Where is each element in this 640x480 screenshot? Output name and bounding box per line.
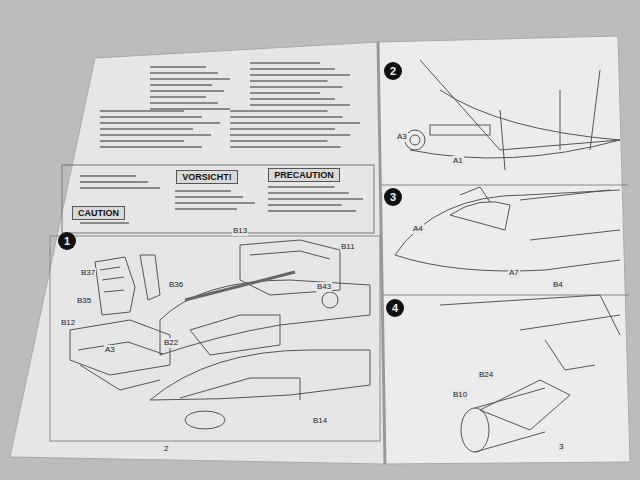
step-label: 2	[390, 65, 396, 77]
caution-box: CAUTION	[72, 206, 125, 220]
text-line	[268, 186, 335, 188]
text-line	[250, 92, 320, 94]
part-number: A3	[104, 345, 116, 355]
part-number: B43	[316, 282, 332, 292]
text-line	[80, 175, 136, 177]
text-line	[268, 192, 349, 194]
right-page	[378, 36, 630, 464]
text-line	[250, 86, 343, 88]
caution-heading: VORSICHT!	[182, 172, 232, 182]
text-line	[250, 98, 335, 100]
part-number: A1	[452, 156, 464, 166]
page-number: 2	[163, 444, 169, 454]
text-line	[230, 122, 360, 124]
caution-frame	[62, 165, 374, 233]
text-line	[175, 202, 255, 204]
text-line	[268, 198, 363, 200]
text-line	[250, 104, 350, 106]
step-label: 3	[390, 191, 396, 203]
text-line	[150, 102, 218, 104]
text-line	[150, 108, 230, 110]
text-line	[100, 146, 202, 148]
text-line	[250, 62, 320, 64]
text-line	[80, 222, 129, 224]
text-line	[150, 72, 218, 74]
part-number: B4	[552, 280, 564, 290]
text-line	[100, 134, 211, 136]
text-line	[175, 190, 231, 192]
step-number: 2	[384, 62, 402, 80]
text-line	[175, 208, 237, 210]
text-line	[230, 128, 331, 130]
text-line	[150, 90, 224, 92]
text-line	[100, 128, 193, 130]
text-line	[150, 66, 206, 68]
spine-shadow	[378, 42, 385, 464]
aircraft-illustration	[395, 60, 620, 452]
part-number: B10	[452, 390, 468, 400]
step-number: 3	[384, 188, 402, 206]
part-number: B14	[312, 416, 328, 426]
text-line	[150, 96, 206, 98]
text-line	[100, 122, 220, 124]
part-number: B12	[60, 318, 76, 328]
part-number: A7	[508, 268, 520, 278]
part-number: B13	[232, 226, 248, 236]
left-page	[10, 42, 385, 464]
part-number: A4	[412, 224, 424, 234]
step-label: 4	[392, 302, 398, 314]
instruction-text-lines	[80, 62, 363, 224]
part-number: B36	[168, 280, 184, 290]
text-line	[230, 134, 350, 136]
text-line	[100, 110, 184, 112]
text-line	[268, 204, 342, 206]
step-frame	[50, 236, 380, 441]
text-line	[250, 68, 335, 70]
caution-heading: PRECAUTION	[274, 170, 334, 180]
page-number: 3	[558, 442, 564, 452]
part-number: B37	[80, 268, 96, 278]
text-line	[230, 116, 341, 118]
part-number: B24	[478, 370, 494, 380]
text-line	[268, 210, 356, 212]
text-line	[230, 140, 321, 142]
text-line	[100, 116, 202, 118]
step-number: 4	[386, 299, 404, 317]
caution-heading: CAUTION	[78, 208, 119, 218]
text-line	[175, 196, 243, 198]
cockpit-illustration	[70, 240, 370, 429]
text-line	[80, 181, 148, 183]
text-line	[80, 187, 160, 189]
caution-box: PRECAUTION	[268, 168, 340, 182]
part-number: B11	[340, 242, 356, 252]
text-line	[100, 140, 184, 142]
text-line	[250, 80, 328, 82]
part-number: B35	[76, 296, 92, 306]
caution-box: VORSICHT!	[176, 170, 238, 184]
text-line	[150, 78, 230, 80]
part-number: B22	[163, 338, 179, 348]
step-divider	[382, 185, 628, 186]
text-line	[230, 110, 321, 112]
step-number: 1	[58, 232, 76, 250]
part-number: A3	[396, 132, 408, 142]
text-line	[150, 84, 212, 86]
text-line	[230, 146, 341, 148]
step-label: 1	[64, 235, 70, 247]
text-line	[250, 74, 350, 76]
